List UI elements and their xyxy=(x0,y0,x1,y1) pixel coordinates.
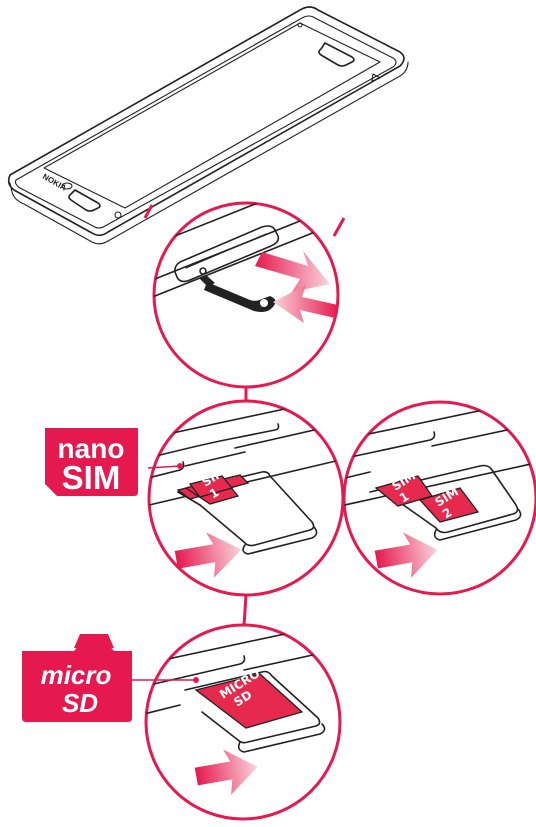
micro-sd-badge-line1: micro xyxy=(41,660,112,690)
nano-sim-badge-line2: SIM xyxy=(62,459,121,496)
step-eject-tray-circle xyxy=(140,170,340,387)
phone-brand-label: NOKIA xyxy=(41,172,68,193)
phone-illustration: NOKIA xyxy=(9,7,408,244)
nano-sim-badge: nano SIM xyxy=(45,428,138,496)
step-insert-micro-sd-circle: MICRO SD xyxy=(132,620,350,819)
micro-sd-badge-line2: SD xyxy=(62,688,98,718)
step-insert-dual-sim-circle: SIM 1 SIM 2 xyxy=(340,398,536,594)
step-insert-nano-sim-circle: SIM 1 xyxy=(140,395,350,595)
micro-sd-badge: micro SD xyxy=(22,634,132,722)
